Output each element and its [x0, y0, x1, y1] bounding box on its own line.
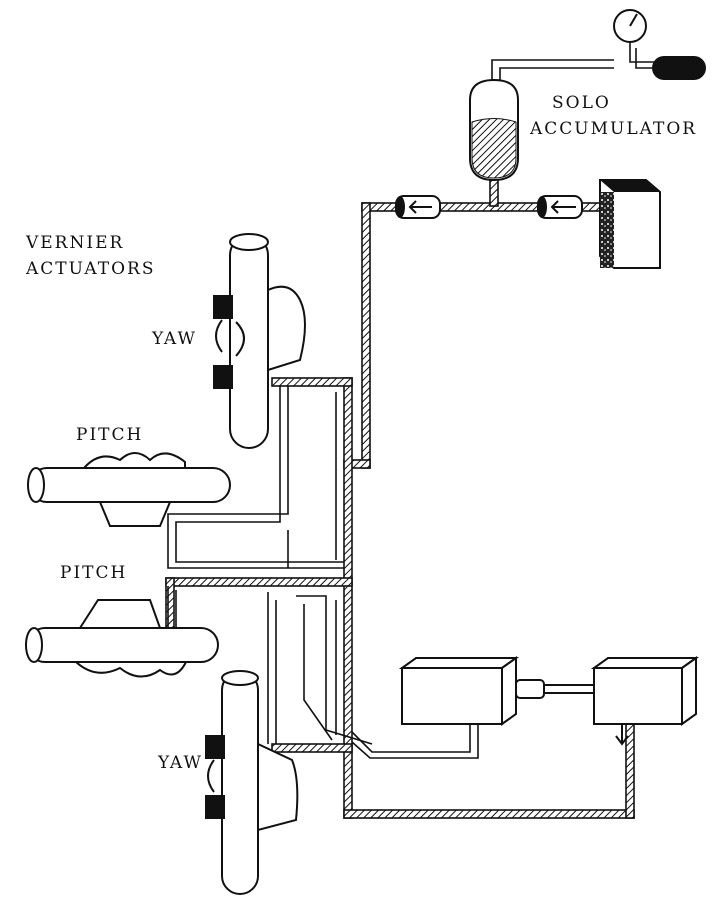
flow-arrow-icon [550, 200, 576, 214]
branch-yaw-top [271, 377, 353, 387]
pitch-actuator-upper [27, 452, 231, 527]
return-servo [351, 724, 471, 753]
servo-box-left [398, 656, 520, 726]
return-line [343, 809, 635, 819]
filter-left [395, 195, 441, 219]
branch-pitch-lower [165, 577, 353, 587]
branch-yaw-bottom [271, 743, 353, 753]
supply-riser [361, 202, 371, 469]
hydraulic-lines [165, 175, 635, 819]
accumulator-assembly [469, 9, 706, 182]
filter-right [537, 195, 583, 219]
pump-block [599, 179, 661, 269]
label-yaw-bottom: YAW [157, 753, 203, 773]
label-accumulator: ACCUMULATOR [529, 119, 697, 139]
servo-box-right [590, 656, 700, 746]
label-pitch-upper: PITCH [76, 425, 143, 445]
yaw-actuator-bottom [205, 670, 299, 895]
fill-valve [652, 56, 706, 80]
pitch-actuator-lower [25, 599, 219, 678]
label-vernier: VERNIER [25, 233, 124, 253]
yaw-actuator-top [213, 233, 306, 449]
label-solo: SOLO [552, 93, 611, 113]
flow-arrow-icon [615, 724, 629, 746]
servo-rod [515, 679, 601, 699]
label-actuators: ACTUATORS [25, 259, 156, 279]
flow-arrow-icon [408, 200, 432, 214]
return-pitch-path [296, 595, 373, 745]
return-yaw-top-inner [167, 386, 344, 569]
label-pitch-lower: PITCH [60, 563, 127, 583]
label-yaw-top: YAW [151, 329, 197, 349]
return-yaw-top [175, 386, 344, 563]
